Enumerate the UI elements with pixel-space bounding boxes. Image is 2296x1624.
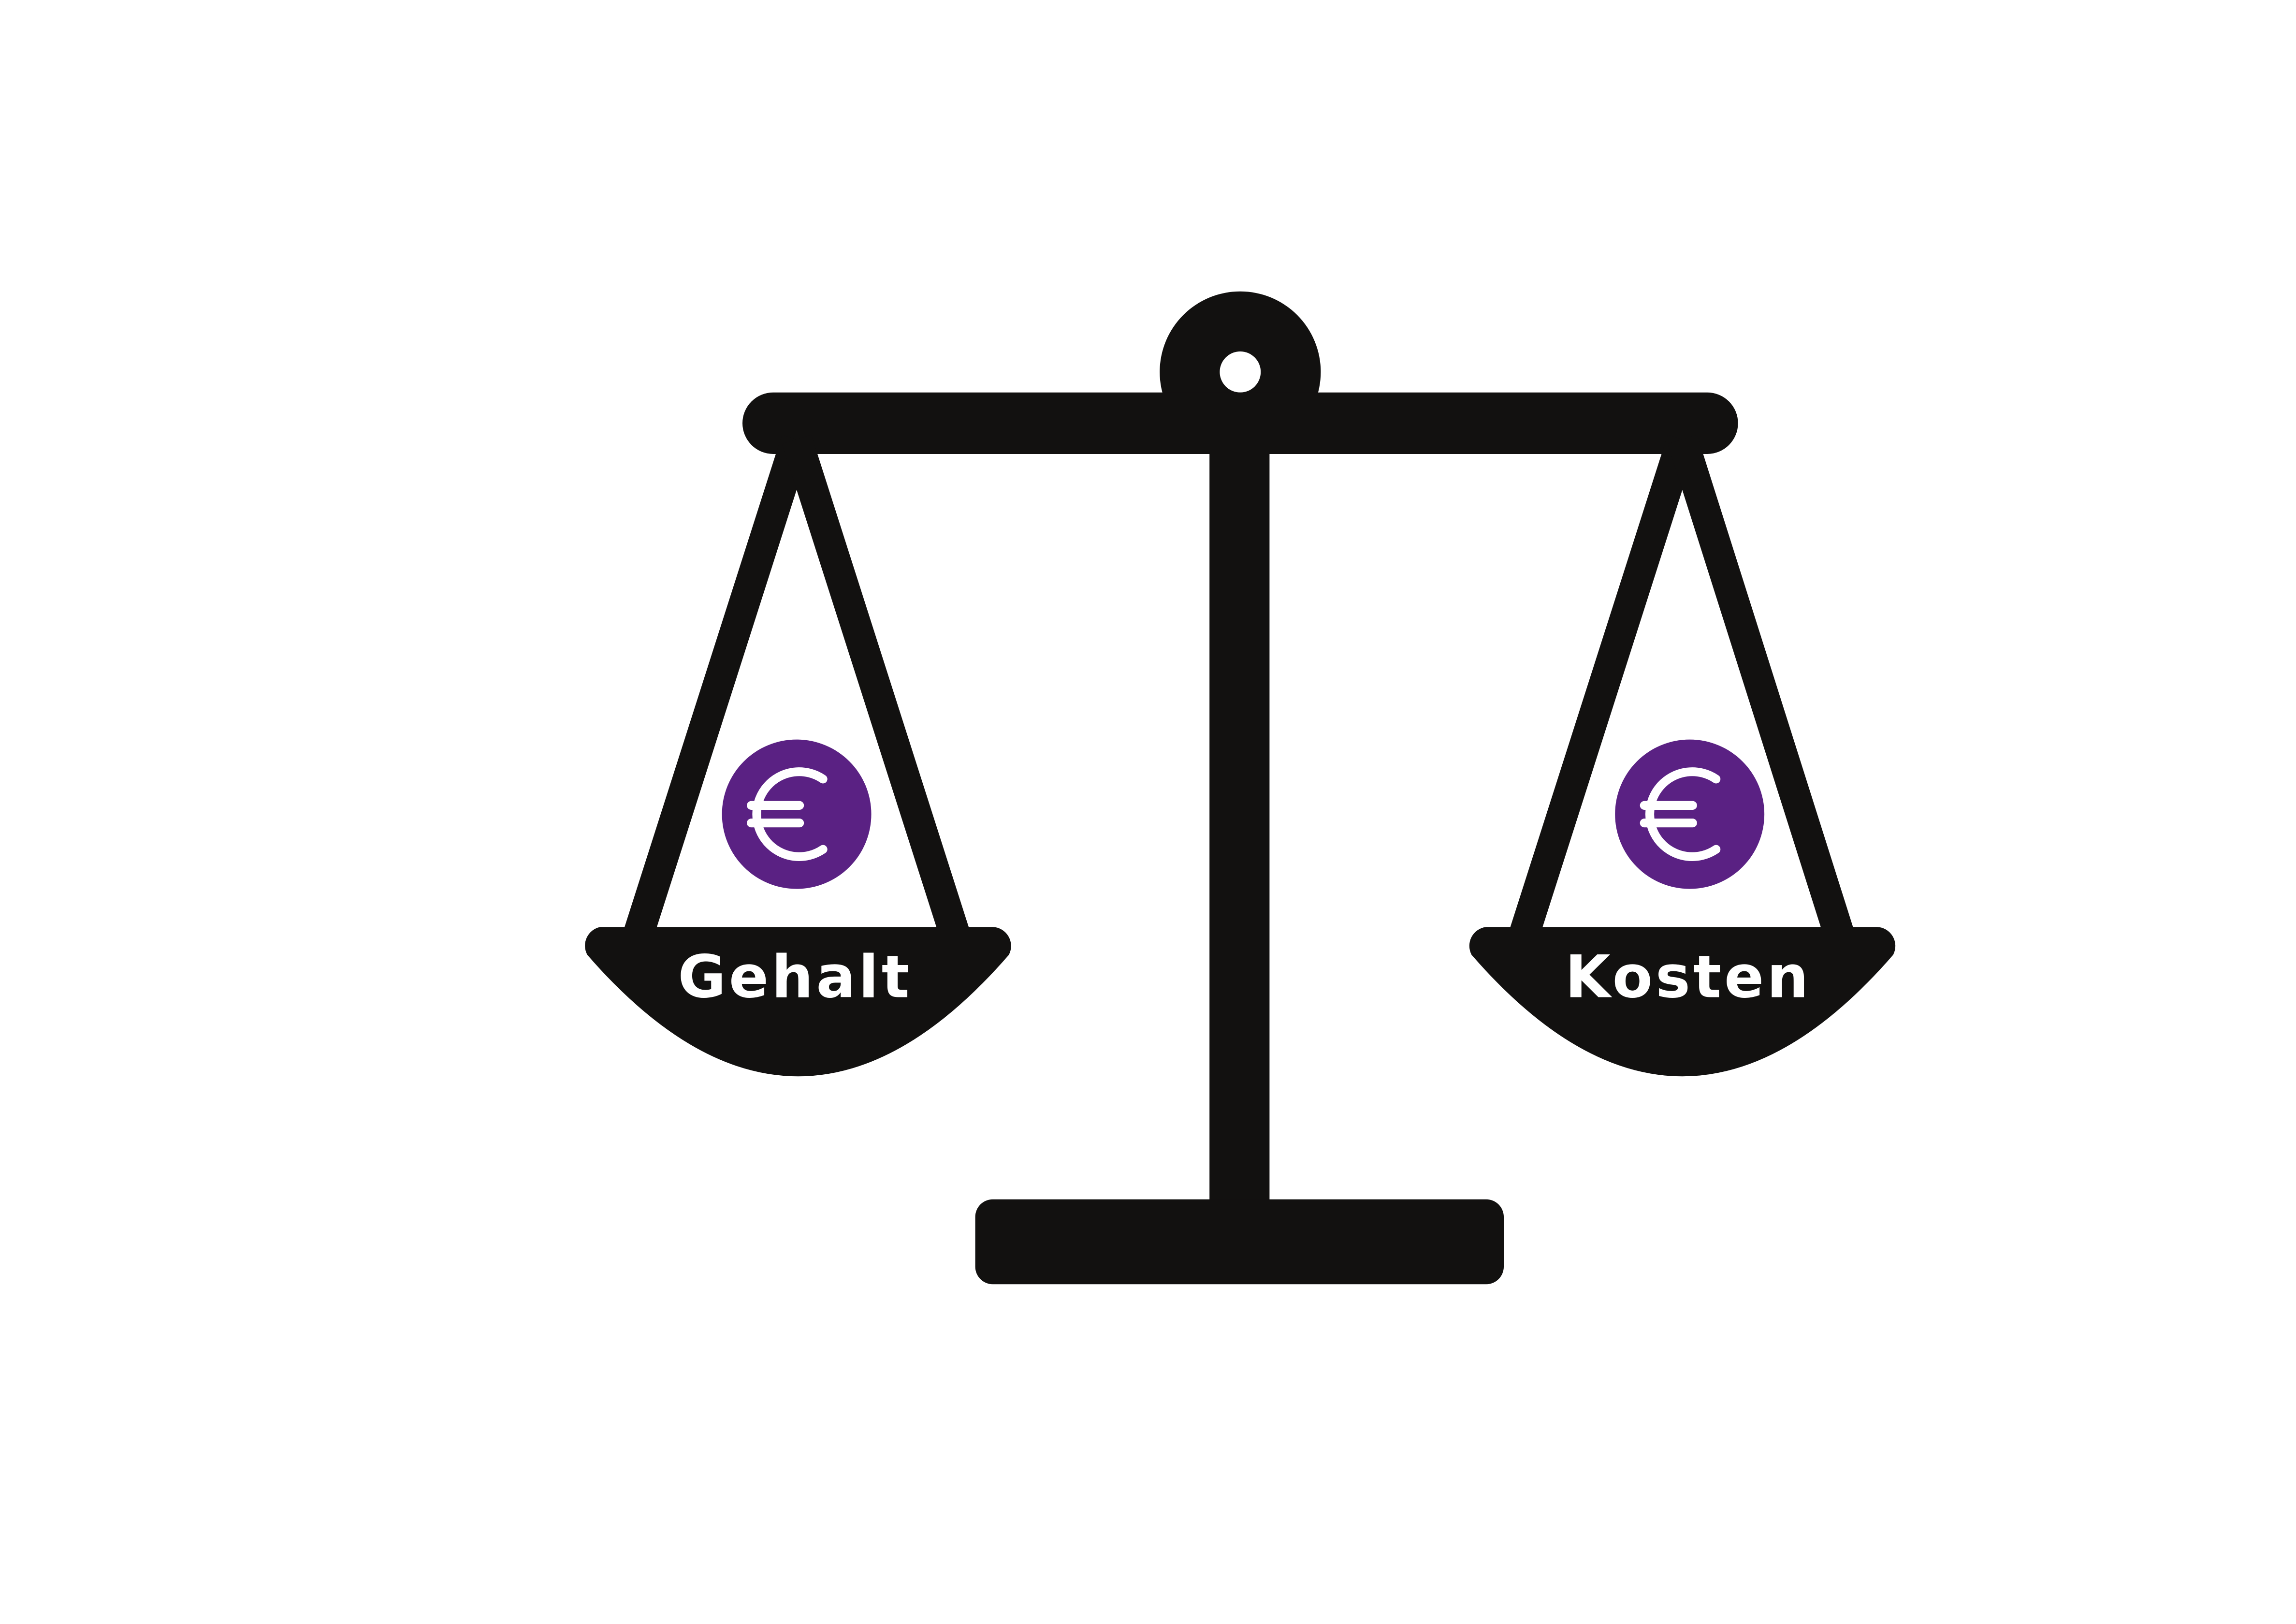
right-pan-strings	[1507, 434, 1857, 948]
left-pan-label: Gehalt	[678, 943, 912, 1011]
pivot-hole	[1220, 351, 1261, 393]
right-pan	[1469, 927, 1896, 1077]
left-pan	[585, 927, 1011, 1077]
scale-post	[1209, 424, 1270, 1223]
euro-coin-icon	[1615, 740, 1764, 889]
scale-beam	[742, 392, 1738, 454]
left-pan-strings	[621, 434, 973, 948]
euro-coin-icon	[722, 740, 872, 889]
right-pan-label: Kosten	[1565, 943, 1812, 1011]
scale-base	[975, 1199, 1504, 1285]
